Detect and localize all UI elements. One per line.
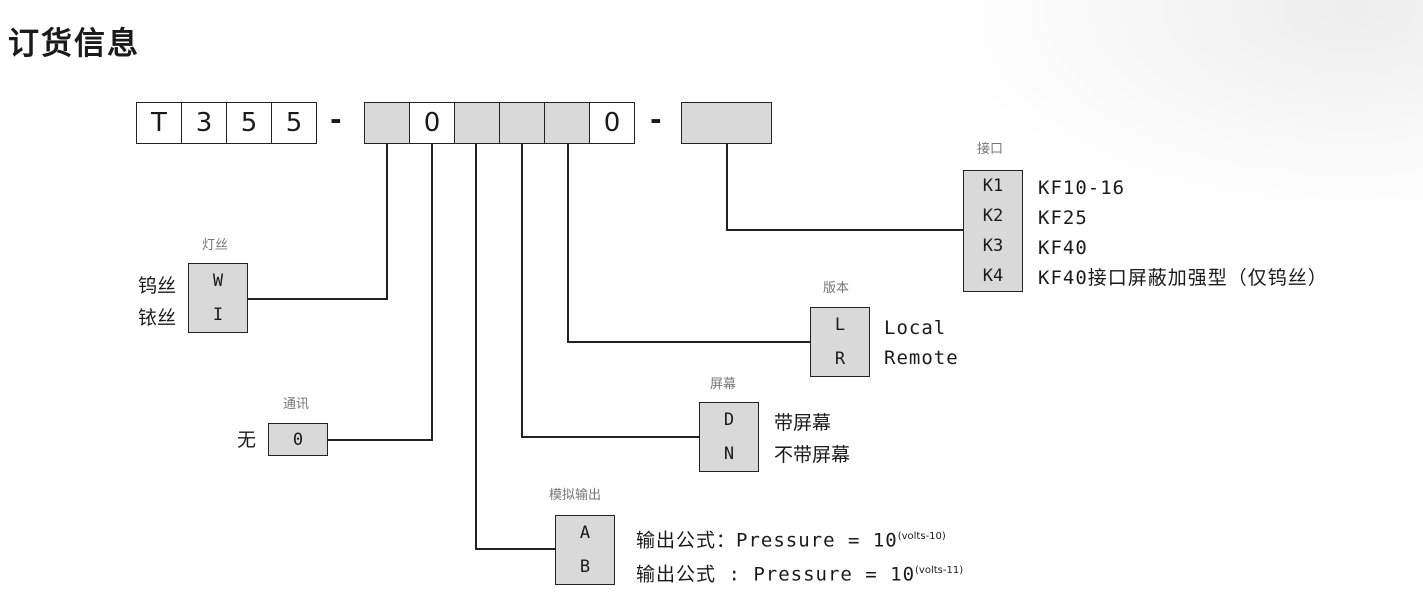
code-slot-version [544,102,590,144]
interface-label-k1: KF10-16 [1038,177,1126,199]
filament-code-w: W [212,271,224,291]
connector-filament-h [248,298,388,300]
filament-title: 灯丝 [202,238,229,253]
filament-code-i: I [212,305,224,325]
connector-communication-v [431,144,433,440]
analog-code-a: A [579,523,591,543]
version-code-box: L R [810,307,870,377]
interface-code-k1: K1 [982,176,1004,196]
code-slot-interface [681,102,772,144]
version-code-r: R [834,349,846,369]
filament-code-box: W I [188,263,248,333]
connector-version-v [567,144,569,342]
analog-exponent-b: (volts-11) [915,565,964,576]
analog-code-b: B [579,557,591,577]
code-dash-1: - [330,103,342,136]
interface-code-k4: K4 [982,266,1004,286]
analog-label-a: 输出公式：Pressure = 10(volts-10) [636,529,946,552]
code-slot-analog-output [454,102,500,144]
display-label-n: 不带屏幕 [774,444,851,466]
connector-analog-v [475,144,477,549]
analog-label-b: 输出公式 : Pressure = 10(volts-11) [636,563,964,586]
version-label-r: Remote [884,347,959,369]
filament-label-i: 铱丝 [138,307,177,329]
interface-code-box: K1 K2 K3 K4 [963,170,1023,292]
interface-title: 接口 [977,142,1004,157]
connector-display-v [521,144,523,437]
display-title: 屏幕 [710,377,737,392]
interface-code-k2: K2 [982,206,1004,226]
code-cell-3: 5 [226,102,272,144]
communication-title: 通讯 [283,397,310,412]
code-cell-2: 3 [181,102,227,144]
version-code-l: L [834,315,846,335]
connector-communication-h [328,439,433,441]
code-slot-display [499,102,545,144]
communication-code-0: 0 [292,429,304,450]
analog-output-code-box: A B [555,515,615,585]
display-code-d: D [723,410,735,430]
interface-label-k3: KF40 [1038,237,1088,259]
connector-filament-v [386,144,388,299]
code-cell-fixed-0: 0 [589,102,635,144]
analog-exponent-a: (volts-10) [897,531,946,542]
code-slot-communication: 0 [409,102,455,144]
connector-analog-h [475,548,555,550]
display-label-d: 带屏幕 [774,412,832,434]
background-shade [943,0,1423,220]
interface-label-k2: KF25 [1038,207,1088,229]
interface-code-k3: K3 [982,236,1004,256]
code-dash-2: - [650,103,662,136]
connector-interface-v [726,144,728,230]
code-cell-4: 5 [271,102,317,144]
connector-display-h [521,436,699,438]
code-slot-filament [364,102,410,144]
filament-label-w: 钨丝 [138,275,177,297]
analog-output-title: 模拟输出 [549,488,602,503]
communication-code-box: 0 [268,423,328,456]
communication-label-0: 无 [237,429,257,451]
code-cell-1: T [136,102,182,144]
connector-version-h [567,341,810,343]
interface-label-k4: KF40接口屏蔽加强型（仅钨丝） [1038,267,1328,289]
version-title: 版本 [823,281,850,296]
version-label-l: Local [884,317,947,339]
display-code-box: D N [699,402,759,472]
display-code-n: N [723,444,735,464]
page-title: 订货信息 [8,26,140,62]
connector-interface-h [726,229,963,231]
